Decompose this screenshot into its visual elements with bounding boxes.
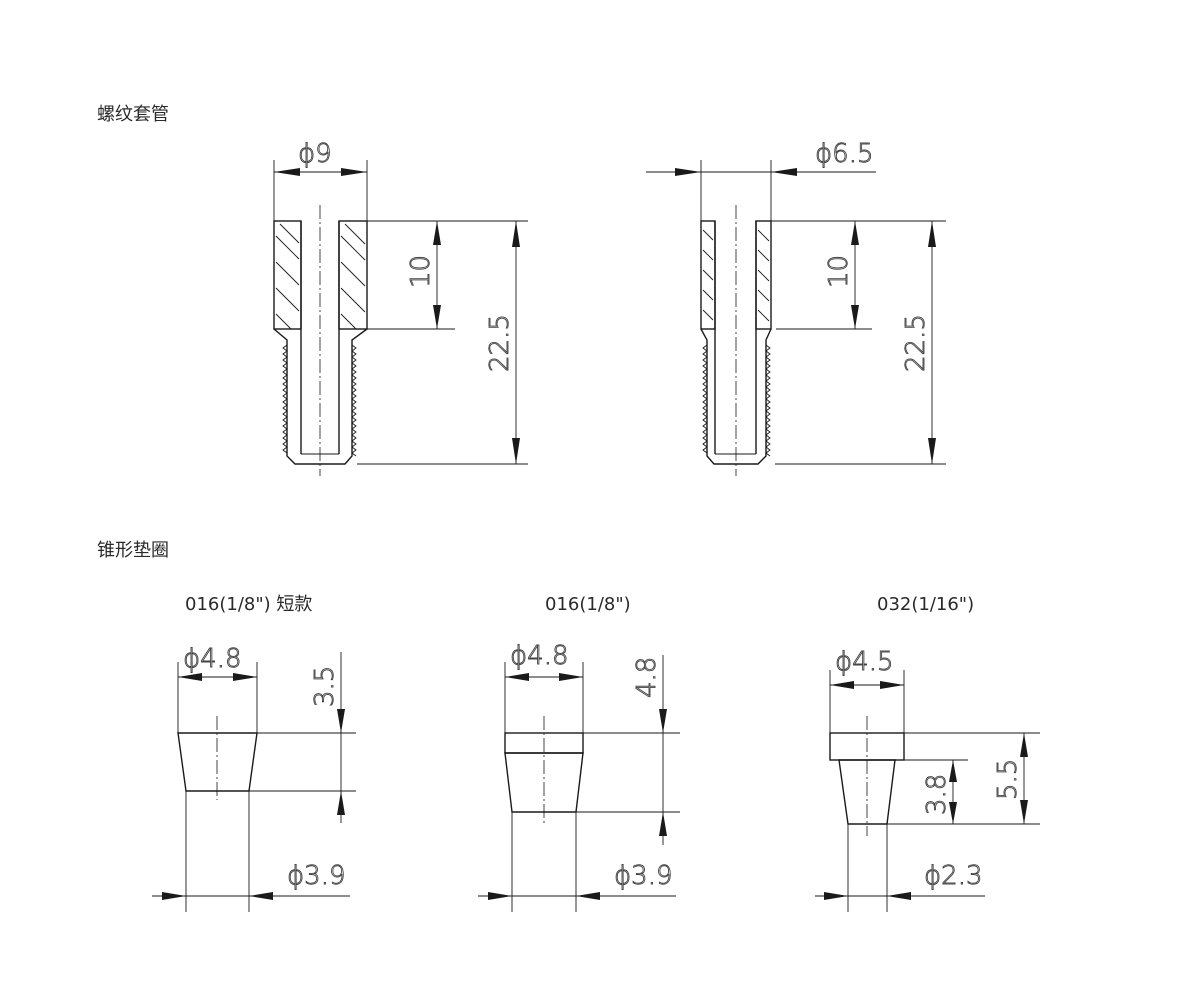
threaded-tube-right: ϕ6.5 10 22.5 bbox=[646, 139, 946, 476]
ferrule-a-top-diameter: ϕ4.8 bbox=[183, 644, 242, 674]
ferrule-short-016: 016(1/8") 短款 ϕ4.8 3.5 ϕ3.9 bbox=[152, 594, 356, 912]
tube-left-wall-right bbox=[338, 220, 368, 330]
tube-left-total-length: 22.5 bbox=[485, 314, 515, 372]
ferrule-c-small-height: 3.8 bbox=[922, 774, 952, 815]
ferrule-a-bottom-diameter: ϕ3.9 bbox=[287, 861, 346, 891]
tube-left-upper-length: 10 bbox=[406, 255, 436, 288]
section-title-threaded-tube: 螺纹套管 bbox=[97, 104, 169, 125]
tube-right-total-length: 22.5 bbox=[901, 314, 931, 372]
ferrule-c-title: 032(1/16") bbox=[877, 594, 974, 615]
ferrule-a-title: 016(1/8") 短款 bbox=[185, 594, 312, 615]
section-title-cone-ferrule: 锥形垫圈 bbox=[97, 540, 169, 561]
tube-left-wall-left bbox=[273, 220, 302, 330]
ferrule-b-title: 016(1/8") bbox=[545, 594, 631, 615]
ferrule-c-bottom-diameter: ϕ2.3 bbox=[924, 861, 983, 891]
ferrule-016: 016(1/8") ϕ4.8 4.8 ϕ3.9 bbox=[478, 594, 680, 912]
ferrule-b-height: 4.8 bbox=[632, 657, 662, 698]
tube-left-diameter: ϕ9 bbox=[298, 139, 332, 169]
tube-right-diameter: ϕ6.5 bbox=[815, 139, 874, 169]
ferrule-a-height: 3.5 bbox=[310, 666, 340, 707]
ferrule-c-top-diameter: ϕ4.5 bbox=[835, 647, 894, 677]
ferrule-b-bottom-diameter: ϕ3.9 bbox=[614, 861, 673, 891]
threaded-tube-left: ϕ9 10 22.5 bbox=[273, 139, 528, 476]
tube-right-upper-length: 10 bbox=[824, 255, 854, 288]
ferrule-c-total-height: 5.5 bbox=[993, 759, 1023, 800]
ferrule-032: 032(1/16") ϕ4.5 3.8 5.5 ϕ2.3 bbox=[815, 594, 1040, 912]
ferrule-b-top-diameter: ϕ4.8 bbox=[510, 641, 569, 671]
